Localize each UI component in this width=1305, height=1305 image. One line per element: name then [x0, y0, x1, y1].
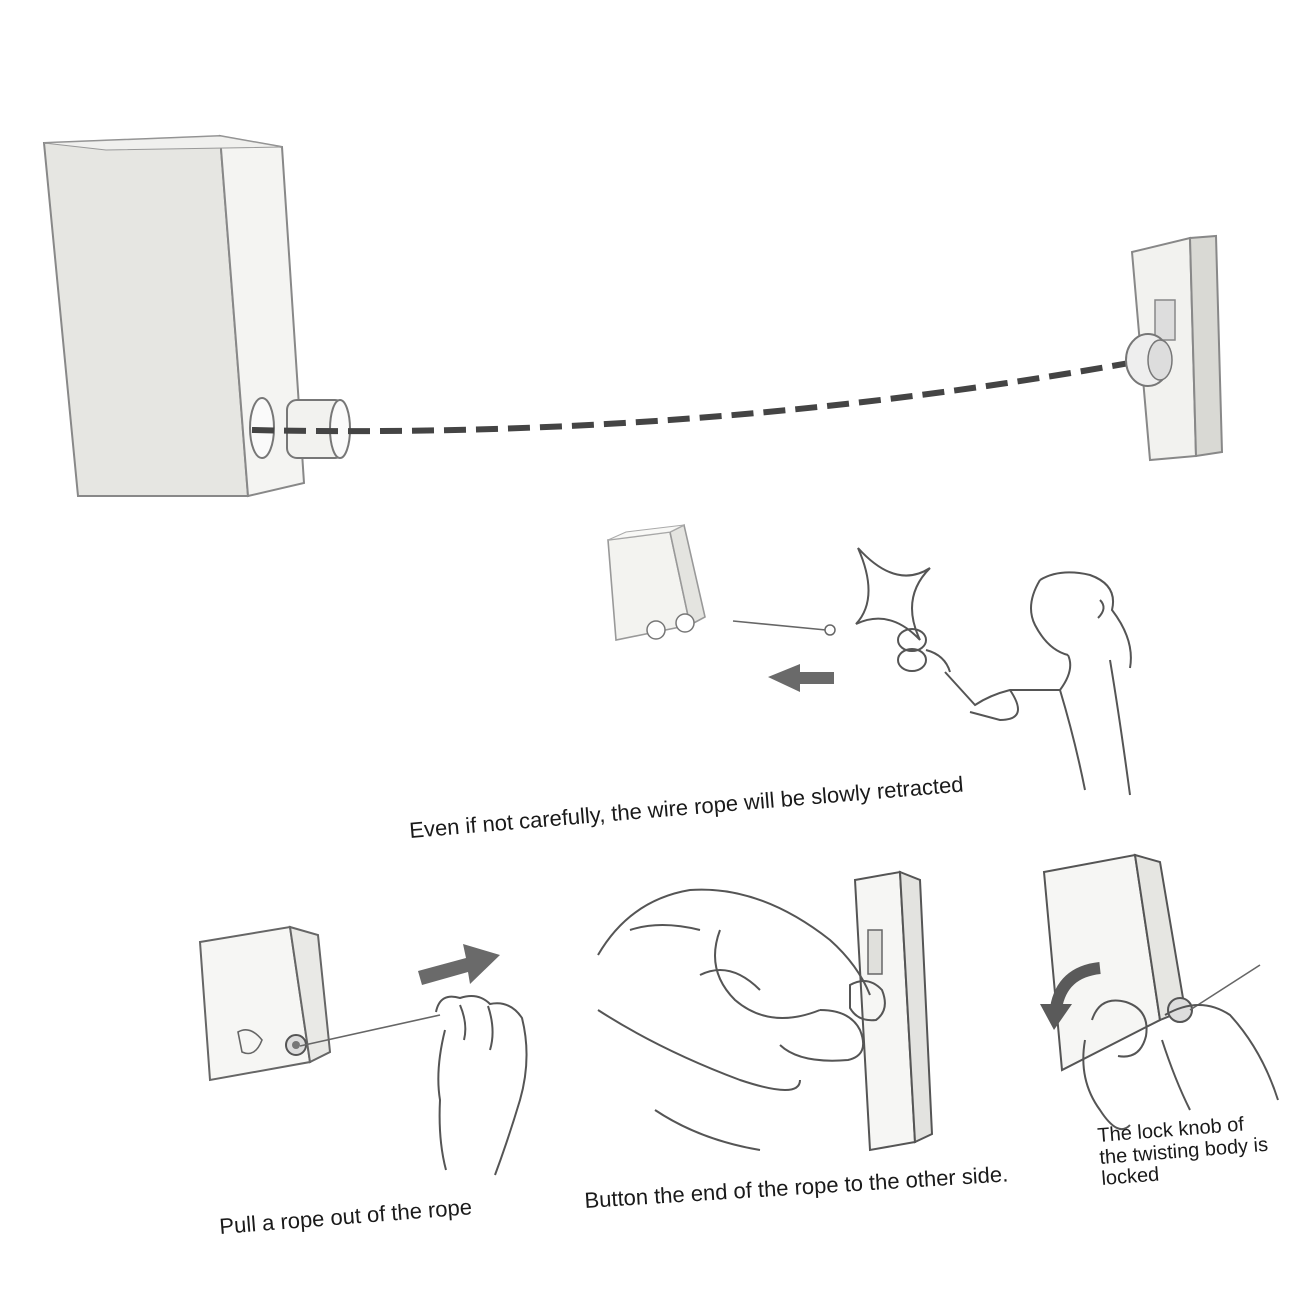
rope-reel-knob [286, 399, 351, 459]
opposite-wall-mount [1125, 234, 1224, 462]
small-reel-box [607, 523, 706, 641]
curved-arrow-icon [1040, 962, 1101, 1030]
dashed-rope [251, 359, 1136, 435]
spark-star-icon [855, 547, 931, 641]
wall-hook-plate [853, 870, 934, 1152]
left-arrow-icon [768, 664, 834, 692]
caption-pull: Pull a rope out of the rope [218, 1194, 472, 1239]
caption-lock-line-3: locked [1101, 1164, 1160, 1190]
twisting-hand [1082, 999, 1279, 1130]
woman-figure [897, 571, 1132, 796]
caption-button: Button the end of the rope to the other … [584, 1161, 1009, 1213]
lock-reel-box [1042, 853, 1193, 1072]
mounted-reel-box [42, 134, 306, 498]
right-arrow-icon [418, 944, 500, 985]
caption-retract: Even if not carefully, the wire rope wil… [408, 772, 964, 843]
pulled-rope [299, 1014, 441, 1047]
pulling-hand [435, 995, 528, 1176]
buttoning-hand [597, 888, 886, 1151]
lock-rope [1189, 964, 1261, 1011]
pull-reel-box [198, 925, 332, 1082]
retracting-wire [732, 620, 836, 636]
